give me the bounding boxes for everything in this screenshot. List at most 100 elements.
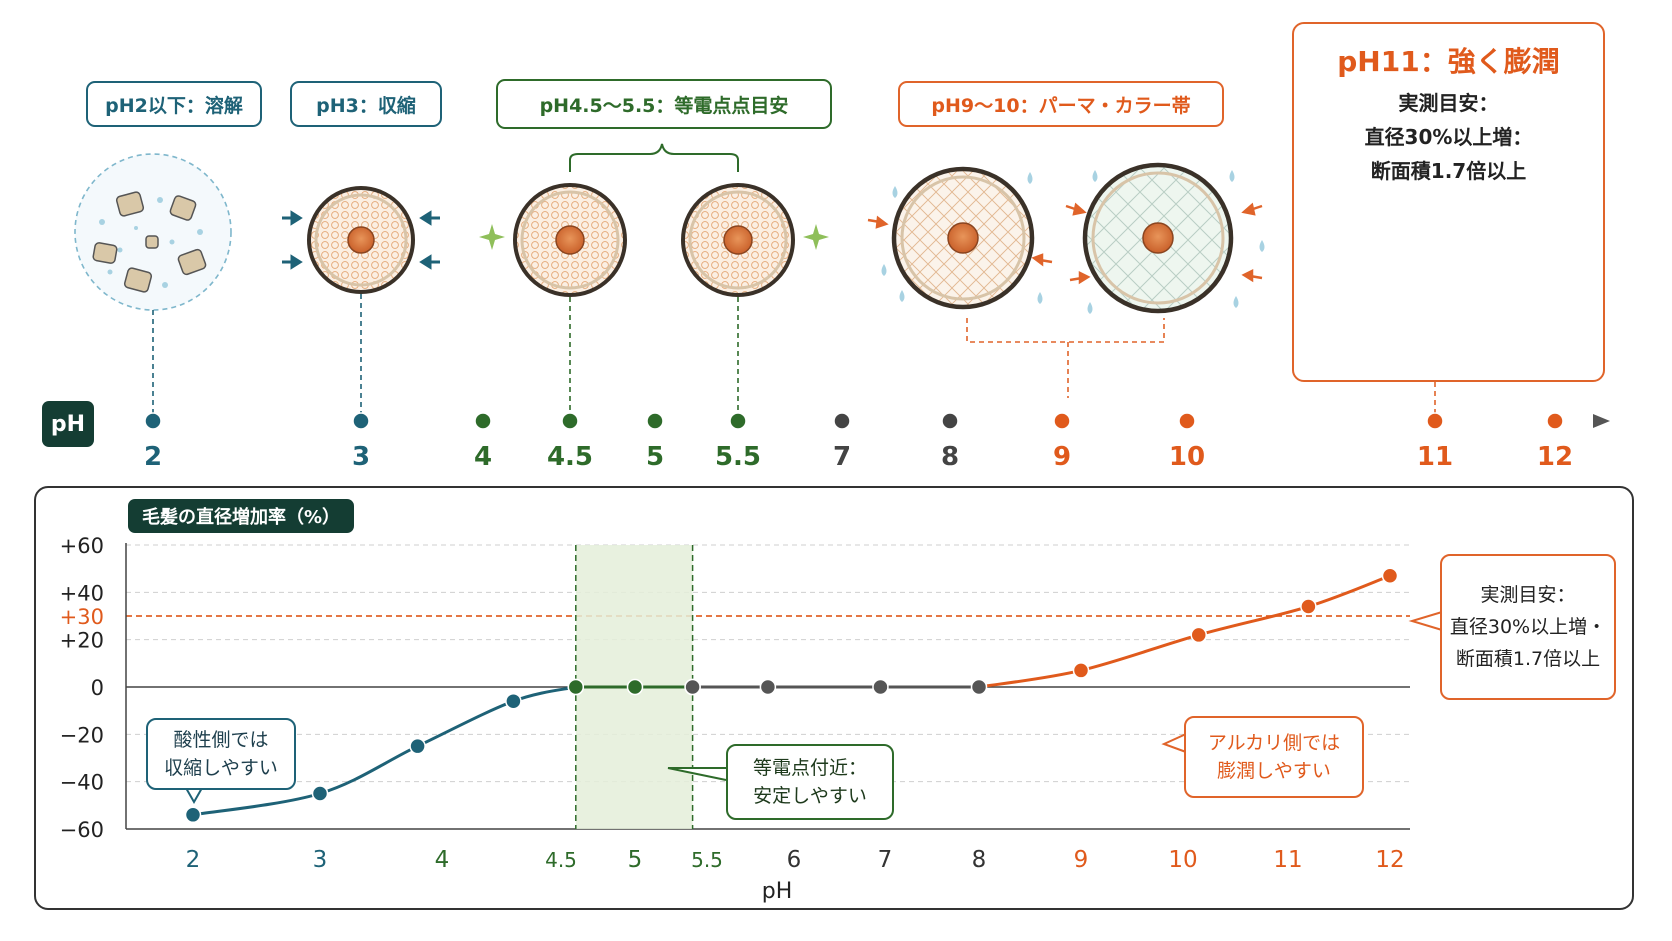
ph-axis-tick-label: 5	[646, 442, 664, 470]
swelling-arrows	[867, 202, 1263, 285]
x-tick-label: 10	[1168, 847, 1197, 873]
ph-axis-tick-label: 5.5	[715, 442, 761, 470]
note-acid-shrink: 酸性側では 収縮しやすい	[146, 718, 296, 790]
acid-note-pointer	[185, 787, 203, 805]
chart-title: 毛髪の直径増加率（%）	[128, 499, 355, 533]
ph-axis-badge: pH	[42, 401, 94, 447]
series-point	[684, 678, 701, 696]
series-point	[409, 737, 426, 755]
ph-axis-dot	[1053, 412, 1071, 430]
chart-series-points	[184, 567, 1399, 824]
ph11-line-3: 断面積1.7倍以上	[1370, 159, 1527, 183]
swelling-hair-icon-9	[891, 166, 1035, 310]
ph-axis-tick-label: 3	[352, 442, 370, 470]
ph-axis-dots	[144, 412, 1564, 430]
isoelectric-bracket	[569, 143, 739, 172]
ph-axis-dot	[561, 412, 579, 430]
stable-hair-icon-55	[681, 183, 829, 297]
shrunk-hair-icon	[282, 186, 440, 294]
measure-note-pointer	[1408, 611, 1443, 631]
ph-axis-tick-label: 7	[833, 442, 851, 470]
label-ph45-55-isoelectric: pH4.5～5.5：等電点点目安	[496, 79, 832, 129]
x-tick-label: 5	[628, 847, 643, 873]
ph-axis-tick-label: 9	[1053, 442, 1071, 470]
series-point	[626, 678, 644, 696]
note-measure-line-3: 断面積1.7倍以上	[1455, 648, 1601, 670]
note-iso-line-2: 安定しやすい	[753, 785, 867, 807]
stable-hair-icon-45	[479, 183, 627, 297]
ph11-line-1: 実測目安：	[1398, 91, 1499, 115]
dissolved-hair-icon	[74, 153, 232, 311]
note-isoelectric-stable: 等電点付近： 安定しやすい	[726, 744, 894, 820]
note-alkali-line-1: アルカリ側では	[1207, 732, 1341, 754]
ph11-strong-swelling-box: pH11：強く膨潤 実測目安： 直径30%以上増： 断面積1.7倍以上	[1292, 22, 1605, 382]
chart-panel	[34, 486, 1634, 910]
chart-y-tick-labels: +60+40+30+200−20−40−60	[60, 534, 104, 842]
ph-axis-dot	[352, 412, 370, 430]
x-tick-label: 5.5	[691, 848, 723, 872]
x-tick-label: 11	[1273, 847, 1302, 873]
ph-axis-dot	[1426, 412, 1444, 430]
note-alkali-line-2: 膨潤しやすい	[1217, 760, 1331, 782]
ph-axis-dot	[1546, 412, 1564, 430]
ph-axis-dot	[474, 412, 492, 430]
series-point	[759, 678, 777, 696]
ph-axis-dot	[1178, 412, 1196, 430]
series-point	[184, 806, 202, 824]
ph-axis-tick-label: 4	[474, 442, 492, 470]
label-ph2-dissolve: pH2以下：溶解	[86, 81, 262, 127]
ph-axis-dot	[729, 412, 747, 430]
series-point	[1190, 626, 1207, 644]
series-line	[978, 574, 1391, 689]
x-tick-label: 4.5	[545, 848, 577, 872]
ph11-title: pH11：強く膨潤	[1337, 45, 1560, 78]
y-tick-label: −40	[60, 771, 104, 795]
y-tick-label: −20	[60, 723, 104, 747]
ph-axis-dot	[941, 412, 959, 430]
ph-axis-tick-label: 12	[1537, 442, 1573, 470]
y-tick-label: +60	[60, 534, 104, 558]
ph-axis-dot	[646, 412, 664, 430]
x-tick-label: 2	[186, 847, 201, 873]
label-ph3-shrink: pH3：収縮	[290, 81, 442, 127]
swelling-hair-icon-10	[1082, 162, 1234, 314]
ph-axis-tick-label: 4.5	[547, 442, 593, 470]
note-acid-line-1: 酸性側では	[173, 729, 269, 751]
series-point	[970, 678, 988, 696]
y-tick-label: +30	[60, 605, 104, 629]
x-tick-label: 9	[1074, 847, 1089, 873]
note-alkali-swell: アルカリ側では 膨潤しやすい	[1184, 716, 1364, 798]
label-ph9-10-perm-color: pH9～10：パーマ・カラー帯	[898, 81, 1224, 127]
iso-note-pointer	[667, 767, 727, 781]
series-point	[872, 678, 889, 696]
y-tick-label: +40	[60, 581, 104, 605]
x-tick-label: 3	[313, 847, 328, 873]
x-tick-label: 6	[787, 847, 802, 873]
series-point	[1072, 662, 1090, 679]
alkali-note-pointer	[1161, 733, 1187, 753]
ph-axis-tick-label: 11	[1417, 442, 1453, 470]
water-drops	[881, 170, 1265, 314]
ph11-line-2: 直径30%以上増：	[1364, 125, 1533, 149]
ph-axis-dot	[833, 412, 851, 430]
note-measure-line-2: 直径30%以上増・	[1449, 616, 1607, 638]
series-point	[1381, 567, 1399, 585]
ph-axis-arrow-icon	[1593, 414, 1610, 428]
note-measure-line-1: 実測目安：	[1480, 584, 1576, 606]
ph-axis-dot	[144, 412, 162, 430]
note-iso-line-1: 等電点付近：	[752, 757, 867, 779]
y-tick-label: +20	[60, 629, 104, 653]
chart-grid	[125, 543, 1410, 830]
ph9-10-bracket	[966, 318, 1165, 398]
note-acid-line-2: 収縮しやすい	[164, 757, 278, 779]
x-tick-label: 7	[878, 847, 893, 873]
x-tick-label: 4	[435, 847, 450, 873]
chart-x-axis-label: pH	[762, 879, 793, 904]
series-point	[311, 785, 329, 802]
note-measured-guide: 実測目安： 直径30%以上増・ 断面積1.7倍以上	[1440, 554, 1616, 700]
ph-axis-tick-label: 8	[941, 442, 959, 470]
y-tick-label: −60	[60, 818, 104, 842]
